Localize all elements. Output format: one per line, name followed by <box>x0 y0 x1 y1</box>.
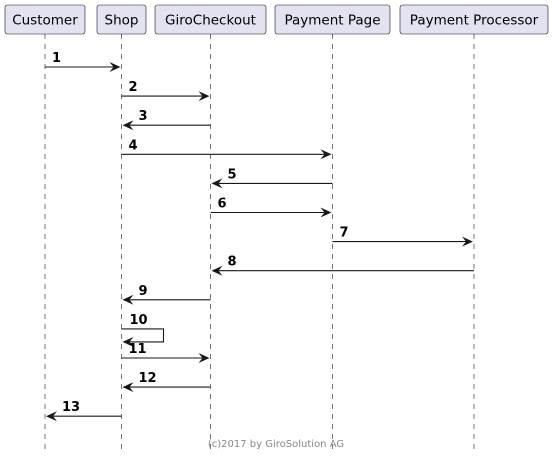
message-12: 12 <box>122 371 211 393</box>
arrowhead <box>320 207 332 218</box>
participant-label: Shop <box>105 13 139 29</box>
participant-payment-processor: Payment Processor <box>399 4 549 35</box>
message-7: 7 <box>332 226 473 247</box>
message-label: 6 <box>218 197 227 212</box>
message-label: 4 <box>129 138 138 153</box>
participant-girocheckout: GiroCheckout <box>154 4 267 35</box>
message-8: 8 <box>211 255 474 276</box>
participant-label: Payment Processor <box>410 13 539 29</box>
message-label: 13 <box>62 400 80 415</box>
participant-customer: Customer <box>4 4 86 35</box>
message-11: 11 <box>121 342 210 363</box>
arrowhead <box>122 294 134 305</box>
participants: Customer Shop GiroCheckout Payment Page Paym… <box>4 4 549 35</box>
participant-box <box>4 4 86 35</box>
message-1: 1 <box>45 51 121 72</box>
arrowhead <box>462 236 473 247</box>
arrowhead <box>320 149 332 160</box>
message-13: 13 <box>46 400 122 422</box>
participant-shop: Shop <box>96 4 147 35</box>
message-label: 1 <box>52 51 61 66</box>
arrowhead <box>122 382 134 393</box>
message-6: 6 <box>210 197 332 218</box>
message-label: 2 <box>129 80 138 95</box>
message-label: 8 <box>228 255 237 270</box>
message-5: 5 <box>211 167 333 189</box>
participant-label: Payment Page <box>284 13 380 29</box>
message-label: 3 <box>139 109 148 124</box>
participant-box <box>96 4 147 35</box>
message-line <box>121 328 165 343</box>
arrowhead <box>122 336 134 347</box>
message-label: 5 <box>228 167 237 182</box>
message-2: 2 <box>121 80 210 102</box>
message-label: 9 <box>139 284 148 299</box>
message-4: 4 <box>121 138 332 160</box>
message-label: 12 <box>139 371 157 386</box>
message-label: 10 <box>130 313 148 328</box>
arrowhead <box>198 353 210 363</box>
message-3: 3 <box>122 109 211 131</box>
message-10: 10 <box>121 313 165 347</box>
participant-payment-page: Payment Page <box>274 4 391 35</box>
arrowhead <box>211 178 223 189</box>
arrowhead <box>211 265 223 276</box>
footer-copyright: (c)2017 by GiroSolution AG <box>208 439 344 450</box>
message-9: 9 <box>122 284 211 305</box>
participant-box <box>154 4 267 35</box>
participant-label: GiroCheckout <box>165 13 256 29</box>
participant-box <box>274 4 391 35</box>
arrowhead <box>109 62 121 72</box>
participant-box <box>399 4 549 35</box>
arrowhead <box>46 411 57 422</box>
arrowhead <box>122 120 134 131</box>
message-label: 7 <box>340 226 349 241</box>
arrowhead <box>198 91 210 102</box>
message-label: 11 <box>129 342 147 357</box>
participant-label: Customer <box>12 13 78 29</box>
